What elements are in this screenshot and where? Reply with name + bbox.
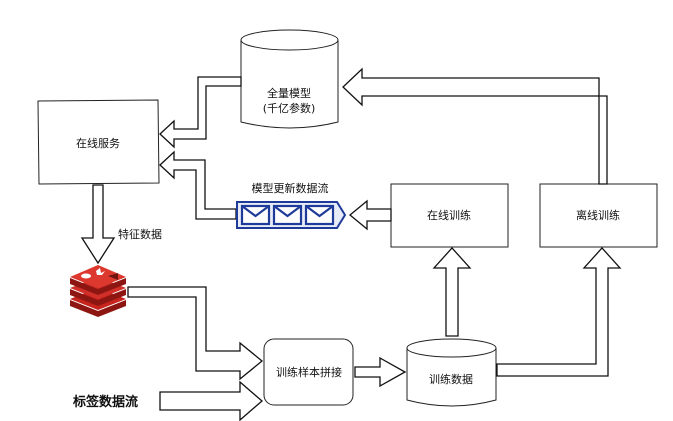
online-training-box: 在线训练 bbox=[390, 183, 509, 248]
label-stream-label: 标签数据流 bbox=[72, 394, 138, 410]
online-service-label: 在线服务 bbox=[76, 136, 120, 150]
sample-join-label: 训练样本拼接 bbox=[276, 365, 342, 379]
arrow-training-to-queue bbox=[348, 199, 392, 231]
message-queue-icon bbox=[236, 201, 347, 229]
arrow-redis-to-join bbox=[127, 286, 264, 381]
full-model-db: 全量模型 (千亿参数) bbox=[240, 29, 339, 129]
arrow-labels-to-join bbox=[159, 380, 263, 421]
feature-data-label: 特征数据 bbox=[118, 227, 162, 241]
arrow-join-to-data bbox=[354, 356, 407, 388]
training-data-label: 训练数据 bbox=[429, 372, 473, 386]
online-training-label: 在线训练 bbox=[427, 208, 471, 222]
offline-training-label: 离线训练 bbox=[576, 208, 620, 222]
full-model-label-line1: 全量模型 bbox=[267, 86, 311, 100]
training-data-db: 训练数据 bbox=[406, 338, 497, 407]
arrow-model-to-service bbox=[159, 76, 242, 149]
arrow-service-to-redis bbox=[80, 184, 116, 265]
arrow-data-to-online-training bbox=[432, 247, 472, 337]
full-model-label-line2: (千亿参数) bbox=[263, 101, 316, 115]
arrow-data-to-offline-training bbox=[496, 247, 622, 377]
model-update-stream-label: 模型更新数据流 bbox=[252, 181, 329, 195]
arrow-queue-to-service bbox=[159, 150, 237, 220]
arrow-offline-to-model bbox=[342, 67, 608, 185]
sample-join-box: 训练样本拼接 bbox=[263, 338, 354, 406]
redis-icon bbox=[70, 265, 126, 317]
offline-training-box: 离线训练 bbox=[539, 183, 658, 248]
online-service-box: 在线服务 bbox=[37, 99, 160, 185]
